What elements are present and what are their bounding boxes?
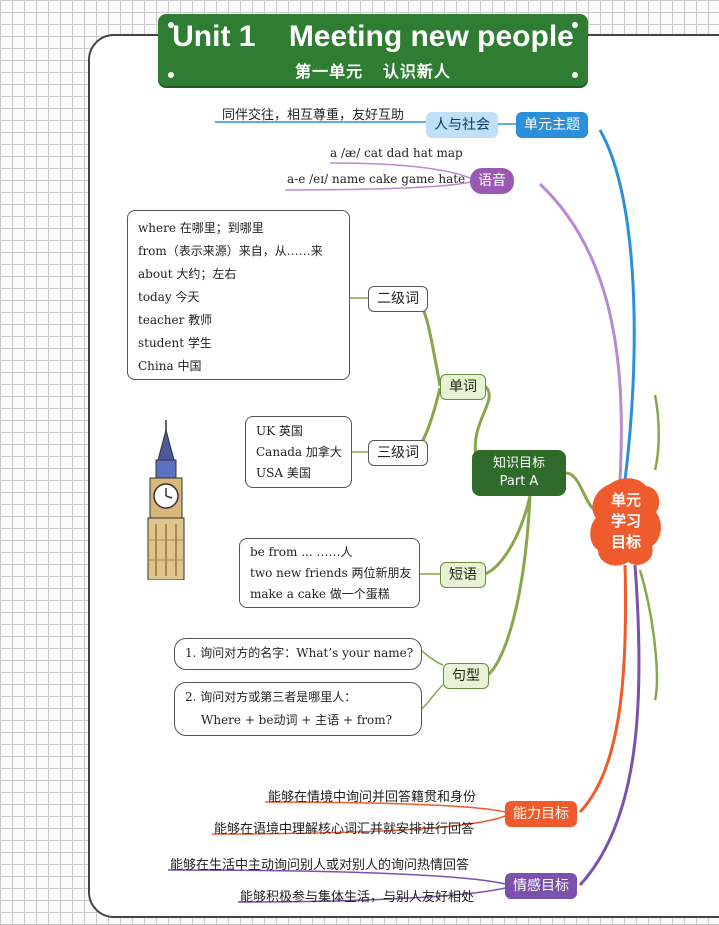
ability-item: 能够在情境中询问并回答籍贯和身份 [268,790,477,805]
word-item: teacher 教师 [138,313,213,327]
phrases-box: be from ... ……人 two new friends 两位新朋友 ma… [239,538,420,608]
level2-words-box: where 在哪里；到哪里 from（表示来源）来自，从……来 about 大约… [127,210,350,380]
level3-words-box: UK 英国 Canada 加拿大 USA 美国 [245,416,352,488]
word-item: USA 美国 [256,466,311,480]
level3-words-node: 三级词 [368,440,428,466]
level2-words-node: 二级词 [368,286,428,312]
word-item: today 今天 [138,290,200,304]
phonics-item: a-e /eɪ/ name cake game hate [287,172,466,186]
unit-goal-root-node: 单元 学习 目标 [590,478,662,568]
root-line: 学习 [610,512,641,530]
knowledge-goal-title: 知识目标 [492,456,545,471]
phrase-item: make a cake 做一个蛋糕 [250,587,390,601]
page-title: Unit 1 Meeting new people [172,20,574,53]
root-line: 目标 [610,533,641,551]
word-item: China 中国 [138,359,202,373]
word-item: from（表示来源）来自，从……来 [138,244,323,258]
banner-dot [168,22,174,28]
theme-description: 同伴交往，相互尊重，友好互助 [222,108,405,123]
banner-dot [572,22,578,28]
emotion-item: 能够在生活中主动询问别人或对别人的询问热情回答 [170,858,470,873]
ability-goal-node: 能力目标 [505,801,577,827]
theme-node: 单元主题 [516,112,588,138]
phrase-item: two new friends 两位新朋友 [250,566,412,580]
knowledge-goal-node: 知识目标 Part A [472,450,566,496]
phonics-item: a /æ/ cat dad hat map [330,146,463,160]
emotion-item: 能够积极参与集体生活，与别人友好相处 [240,890,475,905]
sentences-node: 句型 [443,663,489,689]
emotion-goal-node: 情感目标 [505,873,577,899]
word-item: where 在哪里；到哪里 [138,221,264,235]
word-item: UK 英国 [256,424,303,438]
ability-item: 能够在语境中理解核心词汇并就安排进行回答 [214,822,475,837]
word-item: about 大约；左右 [138,267,237,281]
word-item: student 学生 [138,336,212,350]
paper-sheet [88,34,719,918]
banner-dot [168,72,174,78]
cloud-shape-icon [590,478,661,566]
words-node: 单词 [440,374,486,400]
word-item: Canada 加拿大 [256,445,342,459]
phrases-node: 短语 [440,562,486,588]
sentence-box-1: 1. 询问对方的名字：What’s your name? [174,638,422,670]
phonics-node: 语音 [470,168,514,194]
sentence-item: 2. 询问对方或第三者是哪里人： [185,690,357,704]
knowledge-goal-part: Part A [499,474,539,489]
sentence-item: 1. 询问对方的名字：What’s your name? [185,646,414,660]
phrase-item: be from ... ……人 [250,545,353,559]
sentence-box-2: 2. 询问对方或第三者是哪里人： Where + be动词 + 主语 + fro… [174,682,422,736]
title-banner: Unit 1 Meeting new people 第一单元 认识新人 [158,14,588,86]
root-line: 单元 [610,491,641,509]
banner-dot [572,72,578,78]
theme-sub-node: 人与社会 [426,112,498,138]
page-subtitle: 第一单元 认识新人 [295,62,451,81]
big-ben-icon [147,420,185,580]
sentence-item: Where + be动词 + 主语 + from? [201,713,393,727]
